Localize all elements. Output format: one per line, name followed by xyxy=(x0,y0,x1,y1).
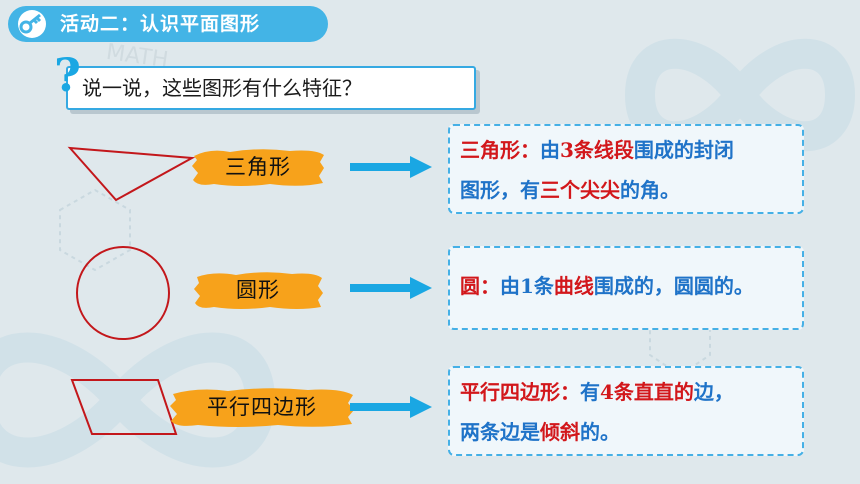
activity-header: 活动二：认识平面图形 xyxy=(8,6,328,42)
brush-stroke xyxy=(194,272,323,309)
parallelogram-label: 平行四边形 xyxy=(168,384,356,430)
question-text: 说一说，这些图形有什么特征？ xyxy=(82,76,362,100)
circle-description: 圆：由1条曲线围成的，圆圆的。 xyxy=(448,246,804,330)
parallelogram-shape xyxy=(70,379,178,435)
brush-stroke xyxy=(192,149,324,186)
question-bar: 说一说，这些图形有什么特征？ xyxy=(66,66,476,110)
arrow-icon xyxy=(350,156,432,178)
description-line: 圆：由1条曲线围成的，圆圆的。 xyxy=(460,274,754,298)
parallelogram-label-text: 平行四边形 xyxy=(207,395,317,419)
question-mark-icon: ? xyxy=(54,48,81,102)
arrow-icon xyxy=(350,277,432,299)
description-line: 平行四边形：有4条直直的边， xyxy=(460,380,734,404)
parallelogram-description: 平行四边形：有4条直直的边， 两条边是倾斜的。 xyxy=(448,366,804,456)
circle-label-text: 圆形 xyxy=(236,278,280,302)
triangle-label: 三角形 xyxy=(190,146,326,188)
triangle-label-text: 三角形 xyxy=(225,155,291,179)
arrow-icon xyxy=(350,396,432,418)
circle-label: 圆形 xyxy=(192,268,324,312)
brush-stroke xyxy=(170,388,354,427)
triangle-shape xyxy=(67,146,196,202)
circle-shape xyxy=(76,246,170,340)
triangle-description: 三角形：由3条线段围成的封闭 图形，有三个尖尖的角。 xyxy=(448,124,804,214)
description-line: 两条边是倾斜的。 xyxy=(460,420,620,444)
description-line: 三角形：由3条线段围成的封闭 xyxy=(460,138,734,162)
description-line: 图形，有三个尖尖的角。 xyxy=(460,178,680,202)
key-icon xyxy=(18,10,46,38)
activity-title: 活动二：认识平面图形 xyxy=(60,13,261,35)
